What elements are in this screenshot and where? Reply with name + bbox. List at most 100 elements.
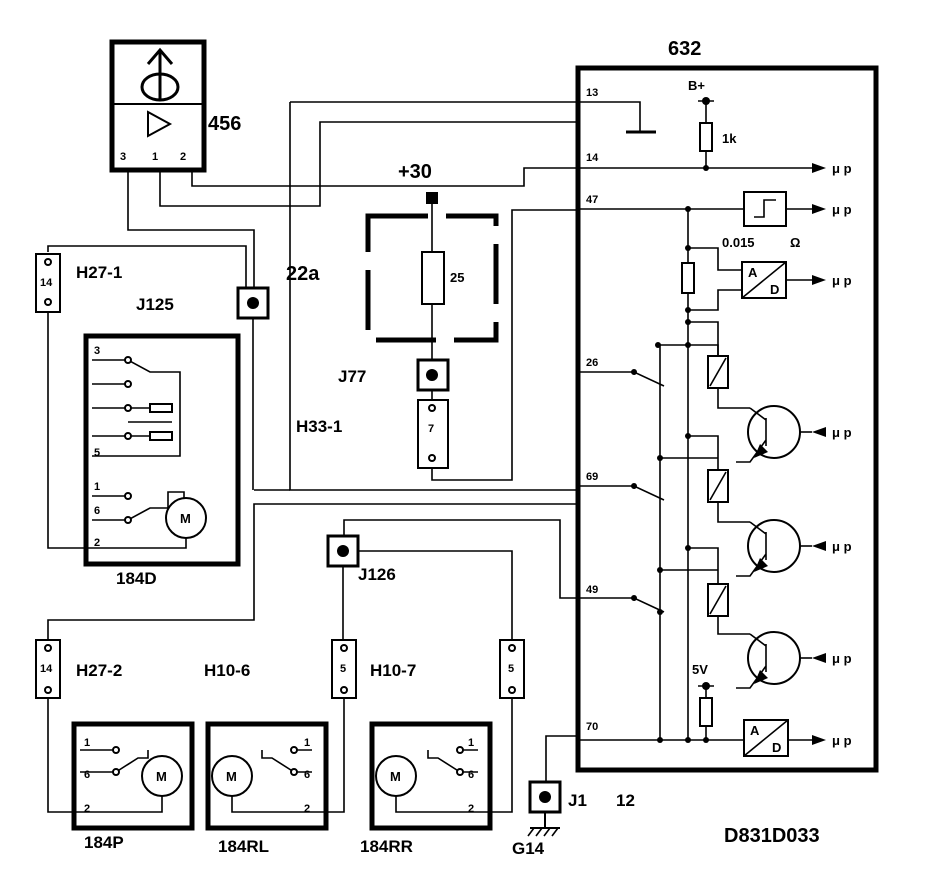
- svg-text:2: 2: [304, 803, 310, 815]
- ecu-632: 632 13 14 47 26 69 49 70 B+ 1k μ p μ p: [575, 38, 879, 773]
- drawing-id: D831D033: [724, 825, 820, 847]
- motor-184d-outline: [83, 333, 241, 567]
- micro-label-adc: μ p: [832, 273, 852, 288]
- sensor-456-label: 456: [208, 113, 241, 135]
- motor-184rl: 1 6 2 M 184RL: [205, 721, 329, 856]
- j77-label: J77: [338, 367, 366, 386]
- 184d-pin-1: 1: [94, 481, 100, 493]
- j126-label: J126: [358, 565, 396, 584]
- arrow-icon: [812, 163, 826, 173]
- fuse-25: [421, 251, 445, 305]
- node-22a-label: 22a: [286, 263, 320, 285]
- 184d-m: M: [180, 511, 191, 526]
- fuse-label: 25: [450, 270, 464, 285]
- bplus-wire: [698, 100, 714, 123]
- sensor-456: 3 1 2 456: [109, 39, 241, 173]
- 184d-pin-2: 2: [94, 537, 100, 549]
- supply-label: +30: [398, 161, 432, 183]
- resistor-5v: [699, 697, 713, 727]
- h10-7-pin-a: 5: [340, 663, 346, 675]
- j1-number: 12: [616, 791, 635, 810]
- j1-label: J1: [568, 791, 587, 810]
- wire-h33-pin47: [431, 209, 578, 481]
- svg-text:M: M: [226, 769, 237, 784]
- adc2-d-label: D: [772, 740, 781, 755]
- supply-terminal: [426, 192, 438, 204]
- ecu-pin-26: 26: [586, 357, 598, 369]
- resistor-1k-label: 1k: [722, 131, 737, 146]
- micro-label-t3: μ p: [832, 651, 852, 666]
- relay-stage-69: μ p: [578, 433, 852, 577]
- arrow-icon: [812, 275, 826, 285]
- svg-text:6: 6: [84, 769, 90, 781]
- motor-184d: 3 5 1 6 2 M 184D: [83, 333, 241, 588]
- wire-pin70: [545, 735, 578, 782]
- svg-text:1: 1: [468, 737, 474, 749]
- adc2-a-label: A: [750, 723, 760, 738]
- h10-7-pin-b: 5: [508, 663, 514, 675]
- wire-pin69: [47, 503, 578, 640]
- relay-stage-26: μ p: [578, 319, 852, 612]
- relay-69-contact: [578, 485, 665, 501]
- relay-26-contact: [578, 371, 665, 387]
- ecu-632-outline: [575, 65, 879, 773]
- wire-sensor-pin1: [159, 121, 578, 207]
- j125-label: J125: [136, 295, 174, 314]
- pin13-wire: [578, 101, 641, 132]
- svg-text:M: M: [390, 769, 401, 784]
- wire-pin49: [343, 519, 578, 599]
- motor-184d-label: 184D: [116, 569, 157, 588]
- svg-text:6: 6: [304, 769, 310, 781]
- h27-1-pin: 14: [40, 277, 53, 289]
- motor-184rl-label: 184RL: [218, 837, 269, 856]
- relay-stage-49: μ p: [578, 545, 852, 689]
- arrow-icon: [812, 735, 826, 745]
- fuse-box-outline: [365, 213, 499, 343]
- ecu-pin-69: 69: [586, 471, 598, 483]
- h33-pin: 7: [428, 423, 434, 435]
- h10-7-label: H10-7: [370, 661, 416, 680]
- schmitt-trigger: [743, 191, 787, 227]
- adc-a-label: A: [748, 265, 758, 280]
- resistor-1k: [699, 122, 713, 152]
- h33-label: H33-1: [296, 417, 342, 436]
- amplifier-icon: [147, 110, 173, 138]
- shunt-sense-wires: [688, 247, 742, 311]
- motor-184rr-label: 184RR: [360, 837, 413, 856]
- ecu-pin-47: 47: [586, 194, 598, 206]
- shunt-resistor: [681, 262, 695, 294]
- arrow-icon: [812, 427, 826, 437]
- h27-2-pin: 14: [40, 663, 53, 675]
- adc-d-label: D: [770, 282, 779, 297]
- svg-text:2: 2: [468, 803, 474, 815]
- svg-text:6: 6: [468, 769, 474, 781]
- arrow-icon: [812, 653, 826, 663]
- transistor-2: [747, 519, 801, 573]
- relay-49-contact: [578, 597, 665, 613]
- ecu-pin-70: 70: [586, 721, 598, 733]
- g14-label: G14: [512, 839, 545, 858]
- micro-label-t1: μ p: [832, 425, 852, 440]
- h27-2-label: H27-2: [76, 661, 122, 680]
- 184d-pin-6: 6: [94, 505, 100, 517]
- h27-1-label: H27-1: [76, 263, 122, 282]
- motor-184rr: 1 6 2 M 184RR: [360, 721, 493, 856]
- shunt-value: 0.015: [722, 235, 755, 250]
- bplus-label: B+: [688, 78, 705, 93]
- 184d-pin-5: 5: [94, 447, 100, 459]
- sensor-pin-3: 3: [120, 151, 126, 163]
- arrow-icon: [812, 204, 826, 214]
- motor-184p: 1 6 2 M 184P: [71, 721, 195, 852]
- svg-text:1: 1: [304, 737, 310, 749]
- micro-label-70: μ p: [832, 733, 852, 748]
- adc-diagonal: [741, 261, 787, 299]
- transistor-3: [747, 631, 801, 685]
- eye-icon: [140, 47, 180, 102]
- sensor-pin-2: 2: [180, 151, 186, 163]
- ground-icon: [527, 812, 560, 837]
- ecu-pin-13: 13: [586, 87, 598, 99]
- micro-label-t2: μ p: [832, 539, 852, 554]
- sensor-pin-1: 1: [152, 151, 158, 163]
- shunt-bottom-node: [685, 307, 691, 313]
